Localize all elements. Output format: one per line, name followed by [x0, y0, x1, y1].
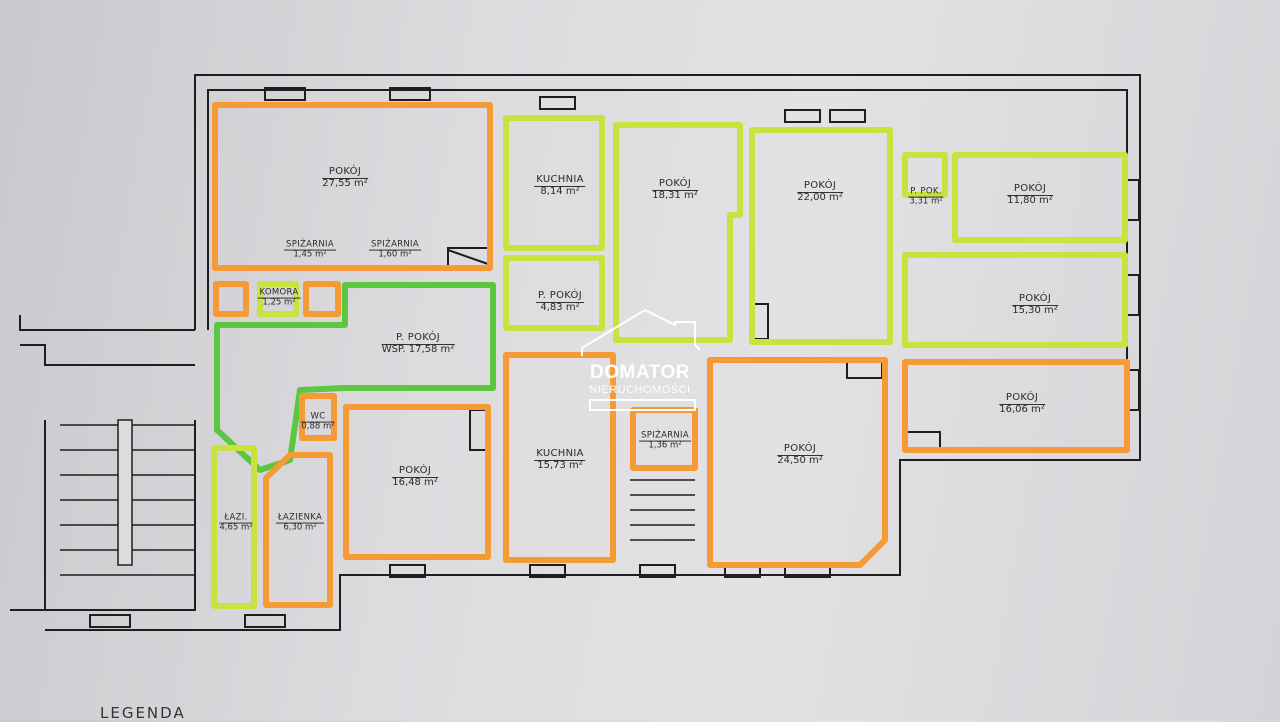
room-label: ŁAZI.4,65 m²	[219, 512, 253, 533]
room-label: P. POK.3,31 m²	[908, 186, 944, 207]
logo-house-icon	[581, 308, 701, 411]
domator-logo: DOMATOR NIERUCHOMOŚCI	[580, 312, 700, 396]
logo-subtitle: NIERUCHOMOŚCI	[589, 384, 691, 396]
room-outlines	[211, 102, 1130, 609]
logo-title: DOMATOR	[590, 362, 690, 383]
staircases	[60, 419, 695, 576]
legend-heading: LEGENDA	[100, 704, 186, 722]
